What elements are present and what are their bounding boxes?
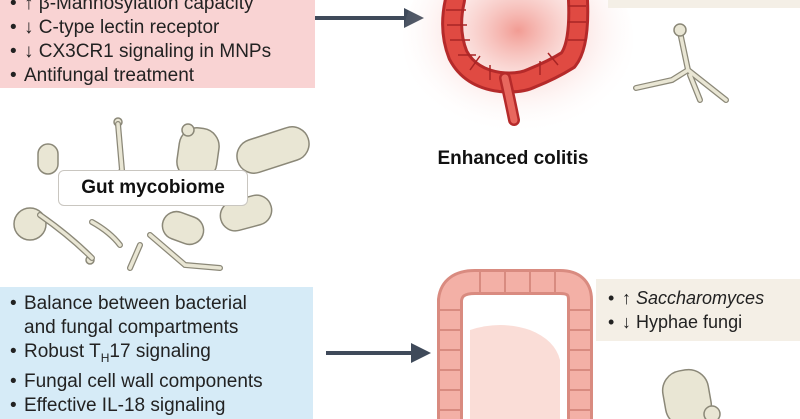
protective-factors-panel: •Balance between bacterial and fungal co… [0,287,313,419]
gut-mycobiome-label: Gut mycobiome [58,170,248,206]
risk-factor-item: •↑ β-Mannosylation capacity [10,0,254,14]
risk-factor-item: •↓ C-type lectin receptor [10,17,220,38]
inflamed-colon-icon [403,0,633,135]
fungal-shift-item: •↑ Saccharomyces [608,288,765,308]
protective-factor-item: and fungal compartments [24,317,239,338]
risk-factors-panel: •↑ β-Mannosylation capacity •↓ C-type le… [0,0,315,88]
fungal-cell-icon [661,368,721,419]
protective-factor-item: •Balance between bacterial [10,293,247,314]
healthy-colon-icon [437,269,593,419]
risk-factor-item: •↓ CX3CR1 signaling in MNPs [10,41,272,62]
risk-factor-item: •Antifungal treatment [10,65,195,86]
arrow-right-icon [326,343,431,363]
fungal-cell-icon [673,23,687,37]
fungal-shift-item: •↓ Hyphae fungi [608,312,743,332]
protective-factor-item: •Robust TH17 signaling [10,341,211,365]
fungal-shift-panel: •↑ Saccharomyces •↓ Hyphae fungi [596,279,800,341]
top-right-panel [608,0,800,8]
protective-factor-item: •Effective IL-18 signaling [10,394,226,416]
enhanced-colitis-label: Enhanced colitis [437,148,589,169]
protective-factor-item: •Fungal cell wall components [10,370,263,392]
